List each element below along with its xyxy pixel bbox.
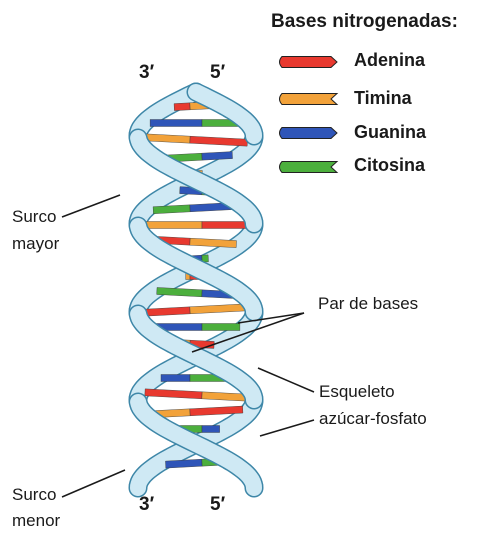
base bbox=[144, 134, 190, 143]
base-pair-label: Par de bases bbox=[318, 293, 418, 314]
base bbox=[144, 307, 190, 316]
legend-title: Bases nitrogenadas: bbox=[271, 11, 458, 33]
end-label-bottom-left: 3′ bbox=[139, 494, 154, 516]
legend-label: Citosina bbox=[354, 155, 425, 176]
legend-swatch-adenina bbox=[280, 57, 338, 68]
base bbox=[145, 389, 202, 399]
minor-groove-label-line2: menor bbox=[12, 510, 60, 531]
minor-groove-pointer bbox=[62, 470, 125, 497]
backbone-pointer-2 bbox=[260, 420, 314, 436]
major-groove-label-line1: Surco bbox=[12, 206, 56, 227]
end-label-top-left: 3′ bbox=[139, 62, 154, 84]
major-groove-pointer bbox=[62, 195, 120, 217]
legend-swatch-timina bbox=[280, 94, 338, 105]
base bbox=[202, 222, 248, 229]
major-groove-label-line2: mayor bbox=[12, 233, 59, 254]
legend-label: Adenina bbox=[354, 50, 425, 71]
base bbox=[202, 324, 240, 331]
legend-label: Guanina bbox=[354, 122, 426, 143]
base bbox=[190, 304, 248, 314]
backbone-label-line2: azúcar-fosfato bbox=[319, 408, 427, 429]
base bbox=[150, 120, 202, 127]
backbone-ribbon bbox=[196, 92, 254, 136]
end-label-bottom-right: 5′ bbox=[210, 494, 225, 516]
backbone-label-line1: Esqueleto bbox=[319, 381, 395, 402]
end-label-top-right: 5′ bbox=[210, 62, 225, 84]
base bbox=[202, 426, 220, 433]
legend-swatches bbox=[280, 57, 338, 173]
base bbox=[202, 392, 247, 401]
base bbox=[190, 136, 248, 146]
minor-groove-label-line1: Surco bbox=[12, 484, 56, 505]
base bbox=[161, 375, 190, 382]
base bbox=[202, 152, 233, 161]
base bbox=[144, 222, 202, 229]
backbone-pointer-1 bbox=[258, 368, 314, 392]
backbone-ribbon bbox=[138, 92, 196, 136]
legend-label: Timina bbox=[354, 88, 412, 109]
legend-swatch-guanina bbox=[280, 128, 338, 139]
legend-swatch-citosina bbox=[280, 162, 338, 173]
base bbox=[174, 103, 190, 111]
